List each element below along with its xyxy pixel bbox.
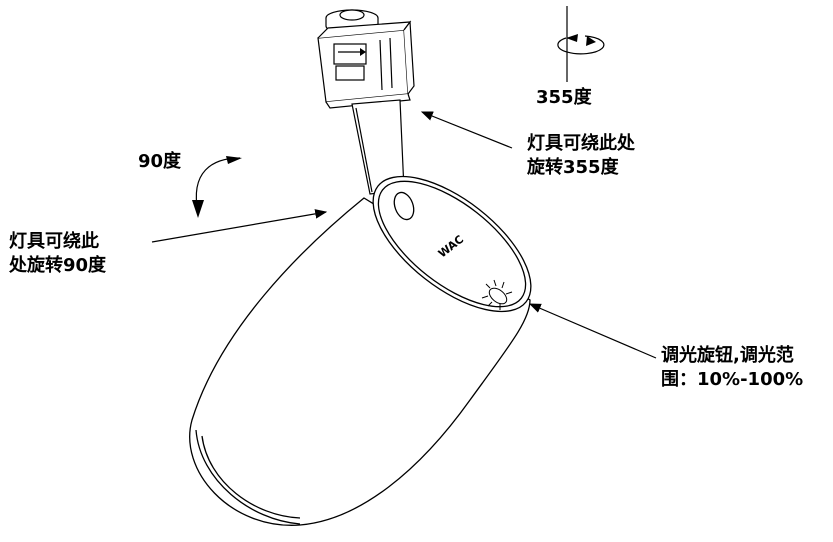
dimmer-description-line1: 调光旋钮,调光范 — [661, 345, 794, 366]
leader-arrows — [151, 111, 657, 359]
fixture-body: WAC — [189, 175, 532, 526]
rotation-355-description-line1: 灯具可绕此处 — [527, 133, 635, 154]
dimmer-knob-icon — [481, 279, 513, 310]
rotation-90-description: 灯具可绕此 处旋转90度 — [9, 230, 106, 278]
leader-arrow-90 — [151, 209, 328, 243]
dimmer-description: 调光旋钮,调光范 围：10%-100% — [661, 344, 803, 392]
rotation-90-description-line1: 灯具可绕此 — [9, 231, 99, 252]
track-adapter — [317, 9, 415, 109]
rotation-90-description-line2: 处旋转90度 — [9, 255, 107, 276]
rotation-355-indicator — [557, 6, 605, 82]
dimmer-description-line2: 围：10%-100% — [661, 369, 804, 390]
rotation-355-description-line2: 旋转355度 — [527, 157, 619, 178]
leader-arrow-355 — [420, 111, 513, 149]
rotation-355-description: 灯具可绕此处 旋转355度 — [527, 132, 635, 180]
rotation-355-label: 355度 — [536, 87, 592, 108]
leader-arrow-dimmer — [528, 303, 657, 359]
rotation-90-indicator — [192, 156, 242, 218]
rotation-90-label: 90度 — [138, 151, 182, 172]
